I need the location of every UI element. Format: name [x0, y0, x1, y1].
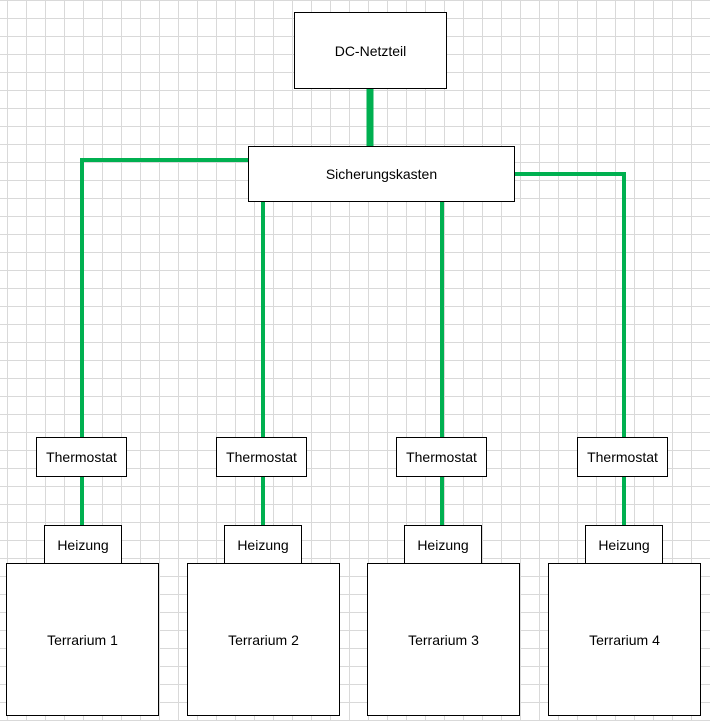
wire-sicherungskasten-thermostat-1 [80, 158, 248, 437]
terrarium-box-3: Terrarium 3 [367, 563, 520, 716]
thermostat-box-2: Thermostat [216, 437, 307, 477]
terrarium-label: Terrarium 3 [408, 631, 479, 648]
dc-netzteil-label: DC-Netzteil [334, 42, 407, 59]
heizung-box-1: Heizung [44, 525, 122, 564]
thermostat-box-1: Thermostat [36, 437, 127, 477]
thermostat-box-3: Thermostat [396, 437, 487, 477]
wire-sicherungskasten-thermostat-4 [515, 172, 626, 437]
terrarium-box-2: Terrarium 2 [187, 563, 340, 716]
sicherungskasten-box: Sicherungskasten [248, 146, 515, 202]
terrarium-box-4: Terrarium 4 [548, 563, 701, 716]
heizung-label: Heizung [417, 536, 469, 553]
heizung-label: Heizung [57, 536, 109, 553]
terrarium-label: Terrarium 2 [228, 631, 299, 648]
heizung-box-3: Heizung [404, 525, 482, 564]
heizung-label: Heizung [237, 536, 289, 553]
sicherungskasten-label: Sicherungskasten [325, 166, 438, 182]
heizung-box-2: Heizung [224, 525, 302, 564]
thermostat-label: Thermostat [226, 449, 297, 465]
heizung-label: Heizung [598, 536, 650, 553]
thermostat-label: Thermostat [46, 449, 117, 465]
terrarium-box-1: Terrarium 1 [6, 563, 159, 716]
terrarium-label: Terrarium 4 [589, 631, 660, 648]
thermostat-box-4: Thermostat [577, 437, 668, 477]
heizung-box-4: Heizung [585, 525, 663, 564]
thermostat-label: Thermostat [406, 449, 477, 465]
thermostat-label: Thermostat [587, 449, 658, 465]
dc-netzteil-box: DC-Netzteil [294, 12, 447, 89]
terrarium-label: Terrarium 1 [47, 631, 118, 648]
